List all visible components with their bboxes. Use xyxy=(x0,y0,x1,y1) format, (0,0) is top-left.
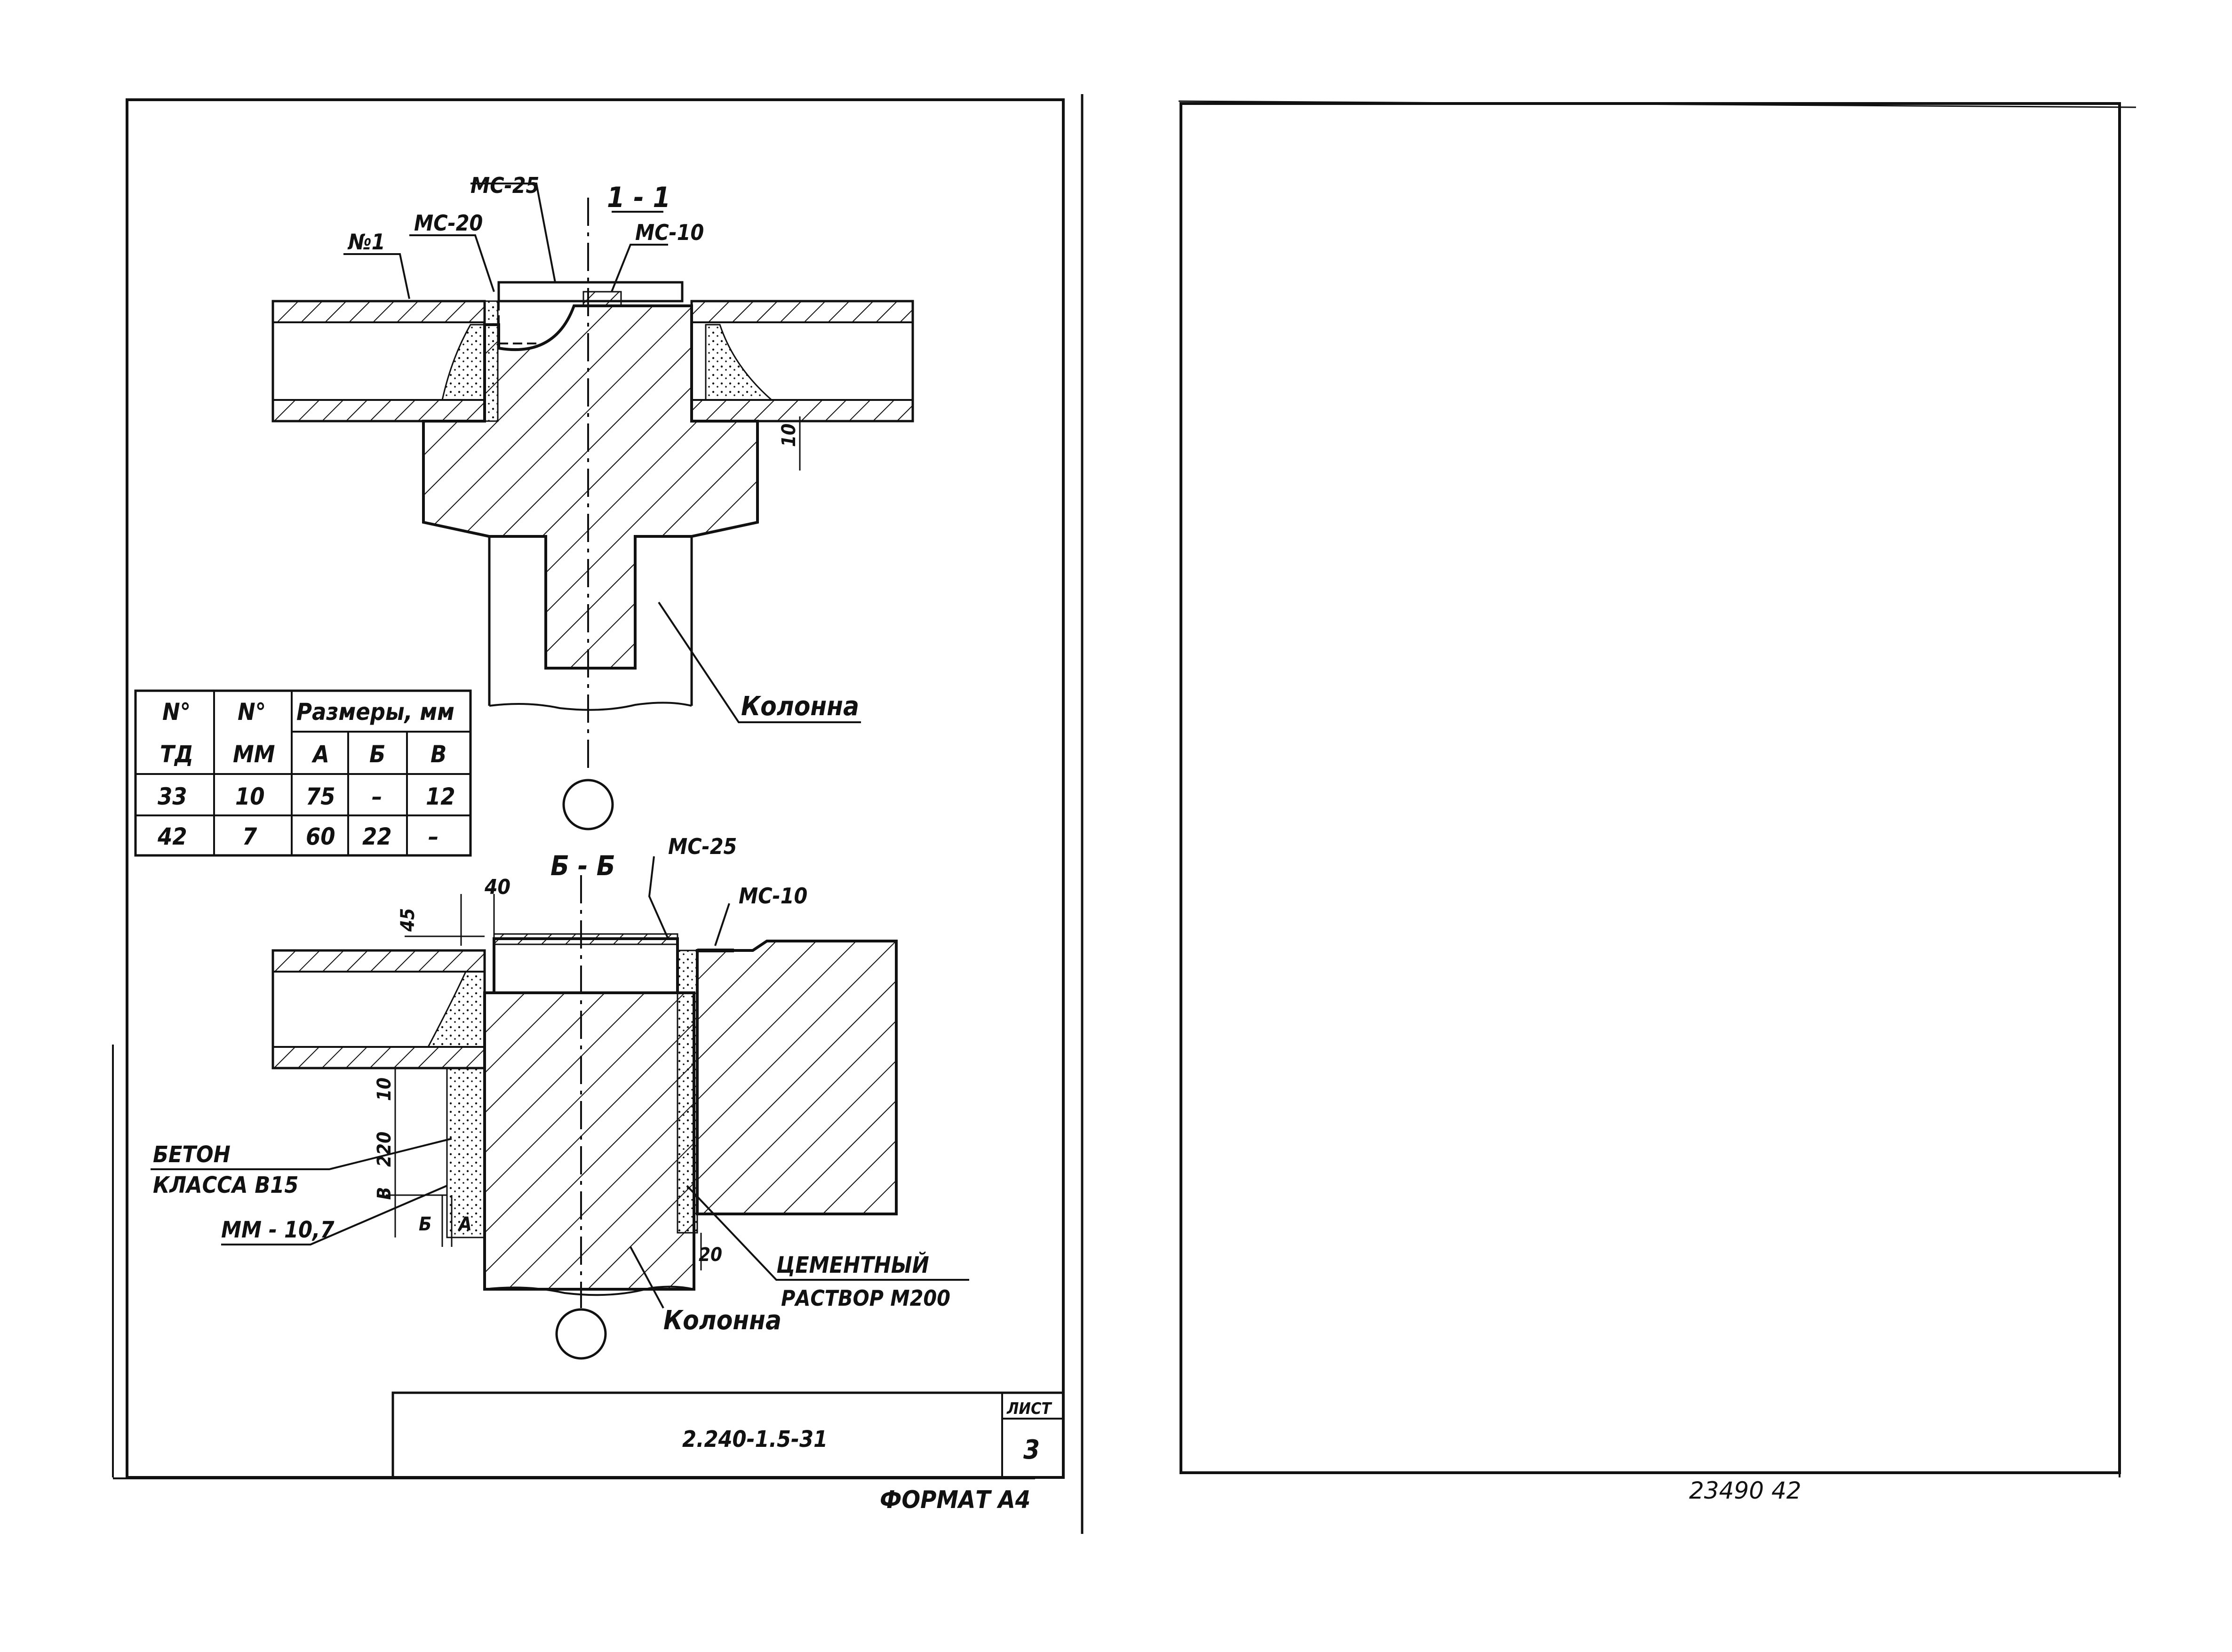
label-mc10-top: MC-10 xyxy=(635,220,704,245)
label-cement-line2: РАСТВОР М200 xyxy=(781,1285,950,1311)
label-dim-v: В xyxy=(374,1187,395,1200)
label-dim-b: Б xyxy=(419,1213,431,1235)
table-cell-r1c5: 12 xyxy=(426,783,455,810)
table-sub-mm: ММ xyxy=(233,741,275,768)
table-cell-r2c3: 60 xyxy=(306,823,335,850)
table-cell-r2c1: 42 xyxy=(157,823,187,850)
label-dim220: 220 xyxy=(374,1132,395,1167)
section-1-drawing xyxy=(271,183,914,830)
section-b-title: Б - Б xyxy=(550,850,615,882)
table-header-td: N° xyxy=(162,698,191,726)
left-sheet: 1 - 1 №1 MC-20 MC-25 MC-10 10 Колонна N°… xyxy=(112,94,1084,1534)
table-cell-r1c3: 75 xyxy=(306,783,335,810)
table-cell-r1c1: 33 xyxy=(158,783,187,810)
table-sub-b: Б xyxy=(369,741,385,768)
table-sub-v: В xyxy=(430,741,446,768)
label-dim45: 45 xyxy=(397,908,419,932)
right-sheet-frame xyxy=(1180,102,2121,1474)
table-sub-td: ТД xyxy=(160,741,193,768)
section-1-title: 1 - 1 xyxy=(607,181,670,214)
right-sheet-footer: 23490 42 xyxy=(1689,1477,1802,1504)
label-mc25-bottom: MC-25 xyxy=(668,834,737,859)
label-column-bottom: Колонна xyxy=(663,1305,781,1336)
table-sub-a: А xyxy=(311,741,329,768)
table-cell-r1c2: 10 xyxy=(235,783,265,810)
label-dim20: 20 xyxy=(699,1244,722,1266)
label-dim10-top: 10 xyxy=(778,423,800,447)
label-mc20: MC-20 xyxy=(414,210,483,236)
label-column-top: Колонна xyxy=(741,691,859,722)
label-dim40: 40 xyxy=(484,875,510,899)
table-cell-r2c2: 7 xyxy=(242,823,257,850)
table-cell-r2c4: 22 xyxy=(362,823,392,850)
table-cell-r1c4: – xyxy=(372,783,383,810)
table-header-sizes: Размеры, мм xyxy=(296,698,454,726)
drawing-code: 2.240-1.5-31 xyxy=(682,1426,828,1452)
section-b-drawing xyxy=(151,856,969,1360)
sheet-number: 3 xyxy=(1023,1435,1040,1465)
title-block xyxy=(391,1391,1065,1479)
label-concrete-line2: КЛАССА В15 xyxy=(153,1172,298,1198)
label-dim-a: А xyxy=(457,1213,472,1235)
label-mm: ММ - 10,7 xyxy=(221,1217,335,1243)
right-trim-line xyxy=(1178,100,2136,108)
table-cell-r2c5: – xyxy=(428,823,439,850)
label-concrete-line1: БЕТОН xyxy=(153,1141,231,1168)
label-dim10-bottom: 10 xyxy=(374,1077,395,1101)
sheet-label: ЛИСТ xyxy=(1006,1399,1052,1418)
right-sheet xyxy=(1178,100,2136,1477)
label-mc25-top: MC-25 xyxy=(470,173,539,198)
format-label: ФОРМАТ А4 xyxy=(880,1486,1030,1514)
dimensions-table xyxy=(134,689,472,857)
label-n1: №1 xyxy=(347,229,385,255)
label-mc10-bottom: MC-10 xyxy=(739,883,807,909)
label-cement-line1: ЦЕМЕНТНЫЙ xyxy=(776,1252,929,1278)
table-header-mm: N° xyxy=(238,698,266,726)
